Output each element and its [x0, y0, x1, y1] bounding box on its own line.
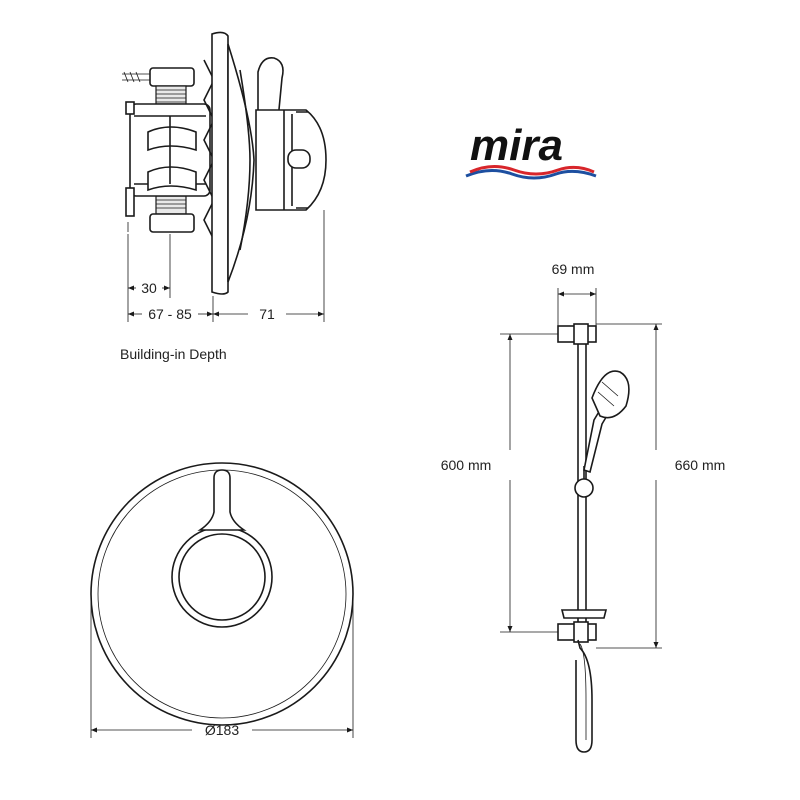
- logo-wave-blue: [465, 169, 597, 180]
- valve-front-view: [90, 462, 354, 726]
- logo-text: mira: [470, 121, 563, 170]
- riser-rail: [557, 323, 630, 753]
- front-view-diameter-dimension: [90, 600, 354, 738]
- dim-front-label: 71: [259, 306, 275, 322]
- valve-side-view: [122, 31, 327, 295]
- riser-rail-dimensions: [500, 288, 662, 649]
- side-view-dimensions: [127, 210, 325, 322]
- logo-wave-red: [469, 165, 595, 176]
- diameter-label: Ø183: [205, 722, 239, 738]
- mira-logo: mira: [465, 121, 597, 180]
- dim-small-label: 30: [141, 280, 157, 296]
- rail-height-outer-label: 660 mm: [675, 457, 726, 473]
- building-in-depth-caption: Building-in Depth: [120, 346, 227, 362]
- rail-width-label: 69 mm: [552, 261, 595, 277]
- rail-height-inner-label: 600 mm: [441, 457, 492, 473]
- dim-depth-label: 67 - 85: [148, 306, 192, 322]
